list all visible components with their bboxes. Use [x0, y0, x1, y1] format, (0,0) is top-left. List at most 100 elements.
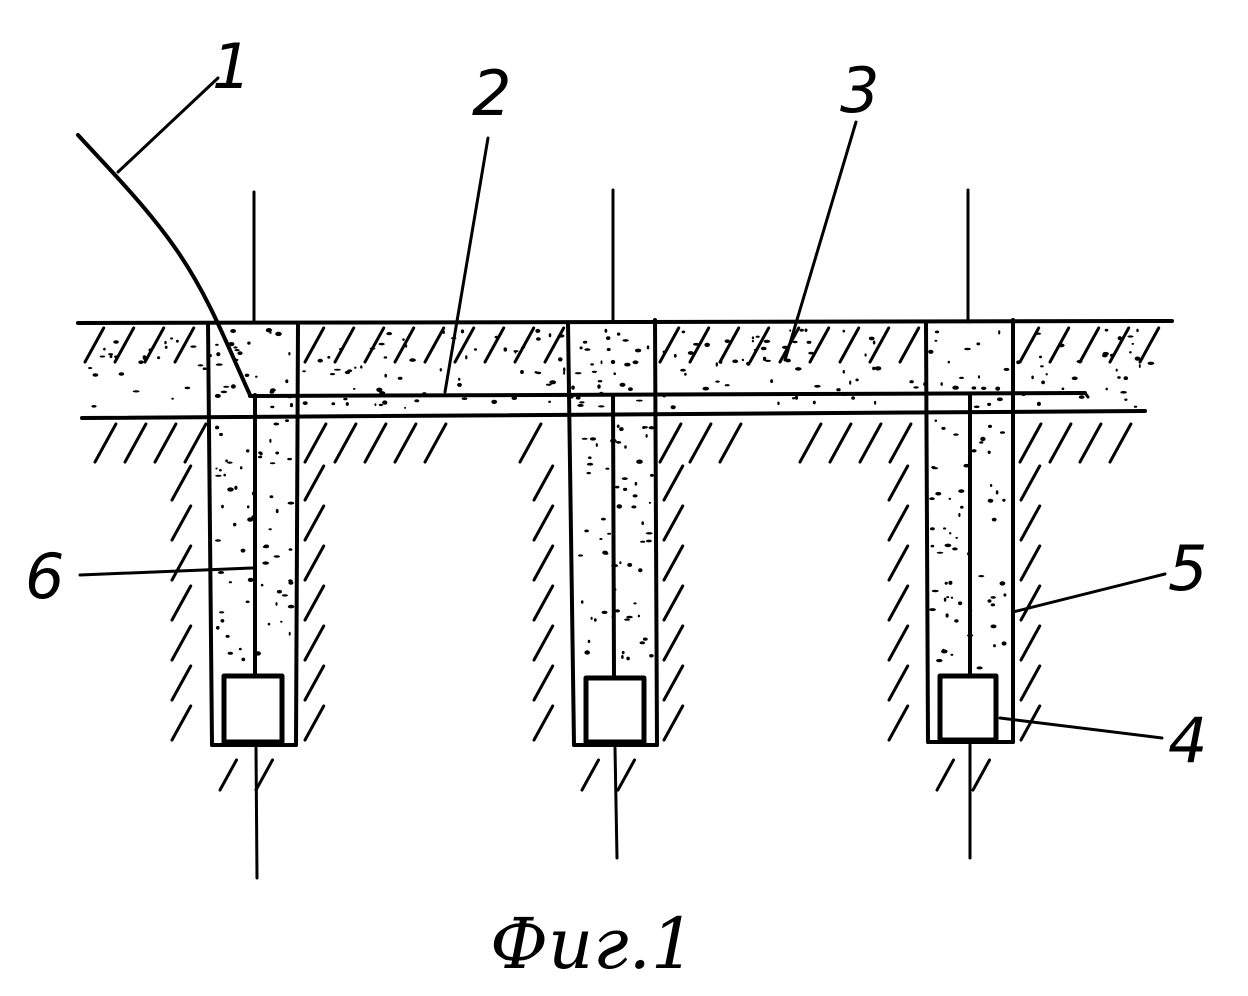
stemming-dot	[287, 458, 292, 460]
stemming-dot	[1132, 343, 1135, 345]
label-4: 4	[1168, 704, 1207, 777]
stemming-dot	[626, 657, 630, 661]
stemming-dot	[245, 374, 250, 377]
trunk-cord-end	[1085, 393, 1088, 397]
stemming-dot	[991, 603, 995, 606]
stemming-dot	[535, 329, 540, 333]
stemming-dot	[998, 330, 1000, 334]
stemming-dot	[157, 356, 160, 359]
hatch-borehole-wall	[172, 706, 191, 740]
hatch-borehole-bottom	[220, 760, 237, 790]
hatch-trench-bottom	[365, 424, 386, 462]
stemming-dot	[270, 388, 276, 392]
borehole-3-left-wall	[926, 323, 928, 742]
stemming-dot	[276, 509, 279, 513]
stemming-dot	[354, 367, 356, 369]
stemming-dot	[228, 652, 234, 655]
label-3: 3	[840, 54, 879, 127]
stemming-dot	[992, 518, 997, 522]
stemming-dot	[617, 504, 623, 508]
stemming-dot	[995, 387, 1000, 391]
stemming-dot	[289, 632, 291, 636]
stemming-dot	[996, 490, 999, 494]
hatch-borehole-wall	[664, 506, 683, 540]
stemming-dot	[1041, 381, 1045, 385]
stemming-dot	[360, 365, 362, 368]
stemming-dot	[229, 581, 232, 583]
stemming-dot	[465, 355, 467, 359]
stemming-dot	[981, 387, 986, 390]
stemming-dot	[795, 396, 798, 400]
stemming-dot	[944, 598, 947, 602]
stemming-dot	[624, 445, 627, 449]
stemming-dot	[571, 386, 575, 390]
stemming-dot	[913, 386, 918, 388]
borehole-2-right-wall	[655, 320, 657, 745]
stemming-dot	[633, 602, 636, 604]
hatch-trench-bottom	[1020, 424, 1041, 462]
hatch-surface	[720, 328, 739, 362]
stemming-dot	[215, 394, 221, 398]
stemming-dot	[805, 329, 808, 332]
hatch-surface	[455, 328, 474, 362]
stemming-dot	[988, 425, 992, 428]
stemming-dot	[1031, 376, 1034, 380]
stemming-dot	[941, 382, 943, 386]
stemming-dot	[693, 343, 699, 346]
stemming-dot	[621, 655, 624, 659]
stemming-dot	[628, 387, 633, 391]
hatch-surface	[395, 328, 414, 362]
stemming-dot	[275, 602, 277, 606]
stemming-dot	[606, 336, 610, 340]
stemming-dot	[223, 474, 226, 477]
stemming-dot	[113, 340, 119, 344]
stemming-dot	[247, 505, 250, 508]
stemming-dot	[246, 449, 249, 452]
stemming-dot	[1000, 581, 1006, 585]
stemming-dot	[990, 484, 992, 487]
hatch-borehole-wall	[305, 506, 324, 540]
stemming-dot	[219, 469, 222, 471]
stemming-dot	[170, 337, 173, 339]
stemming-dot	[548, 401, 551, 403]
stemming-dot	[216, 363, 223, 365]
stemming-dot	[374, 403, 376, 406]
stemming-dot	[1124, 399, 1127, 401]
stemming-dot	[133, 390, 140, 392]
stemming-dot	[576, 396, 581, 399]
stemming-dot	[535, 371, 538, 373]
stemming-dot	[262, 561, 269, 564]
stemming-dot	[946, 613, 949, 617]
stemming-dot	[752, 340, 754, 343]
stemming-dot	[379, 343, 385, 346]
hatch-borehole-wall	[172, 546, 191, 580]
stemming-dot	[601, 518, 606, 521]
stemming-dot	[578, 554, 583, 556]
stemming-dot	[795, 367, 802, 371]
stemming-dot	[237, 351, 242, 355]
stemming-dot	[218, 571, 224, 574]
stemming-dot	[930, 527, 935, 530]
stemming-dot	[234, 486, 237, 490]
stemming-dot	[977, 666, 983, 669]
stemming-dot	[765, 360, 771, 362]
stemming-dot	[951, 597, 953, 599]
stemming-dot	[248, 578, 254, 582]
stemming-dot	[1046, 373, 1048, 375]
hatch-borehole-wall	[1021, 586, 1040, 620]
stemming-dot	[954, 619, 958, 622]
hatch-borehole-wall	[1021, 666, 1040, 700]
stemming-dot	[240, 466, 243, 469]
stemming-dot	[221, 505, 224, 509]
stemming-dot	[607, 533, 611, 535]
stemming-dot	[964, 348, 971, 350]
stemming-dot	[931, 466, 935, 469]
stemming-dot	[936, 659, 942, 662]
stemming-dot	[626, 616, 632, 619]
stemming-dot	[582, 438, 588, 440]
stemming-dot	[935, 420, 938, 422]
stemming-dot	[233, 346, 237, 348]
borehole-3	[926, 190, 1013, 858]
stemming-dot	[409, 358, 416, 362]
stemming-dot	[873, 341, 876, 345]
